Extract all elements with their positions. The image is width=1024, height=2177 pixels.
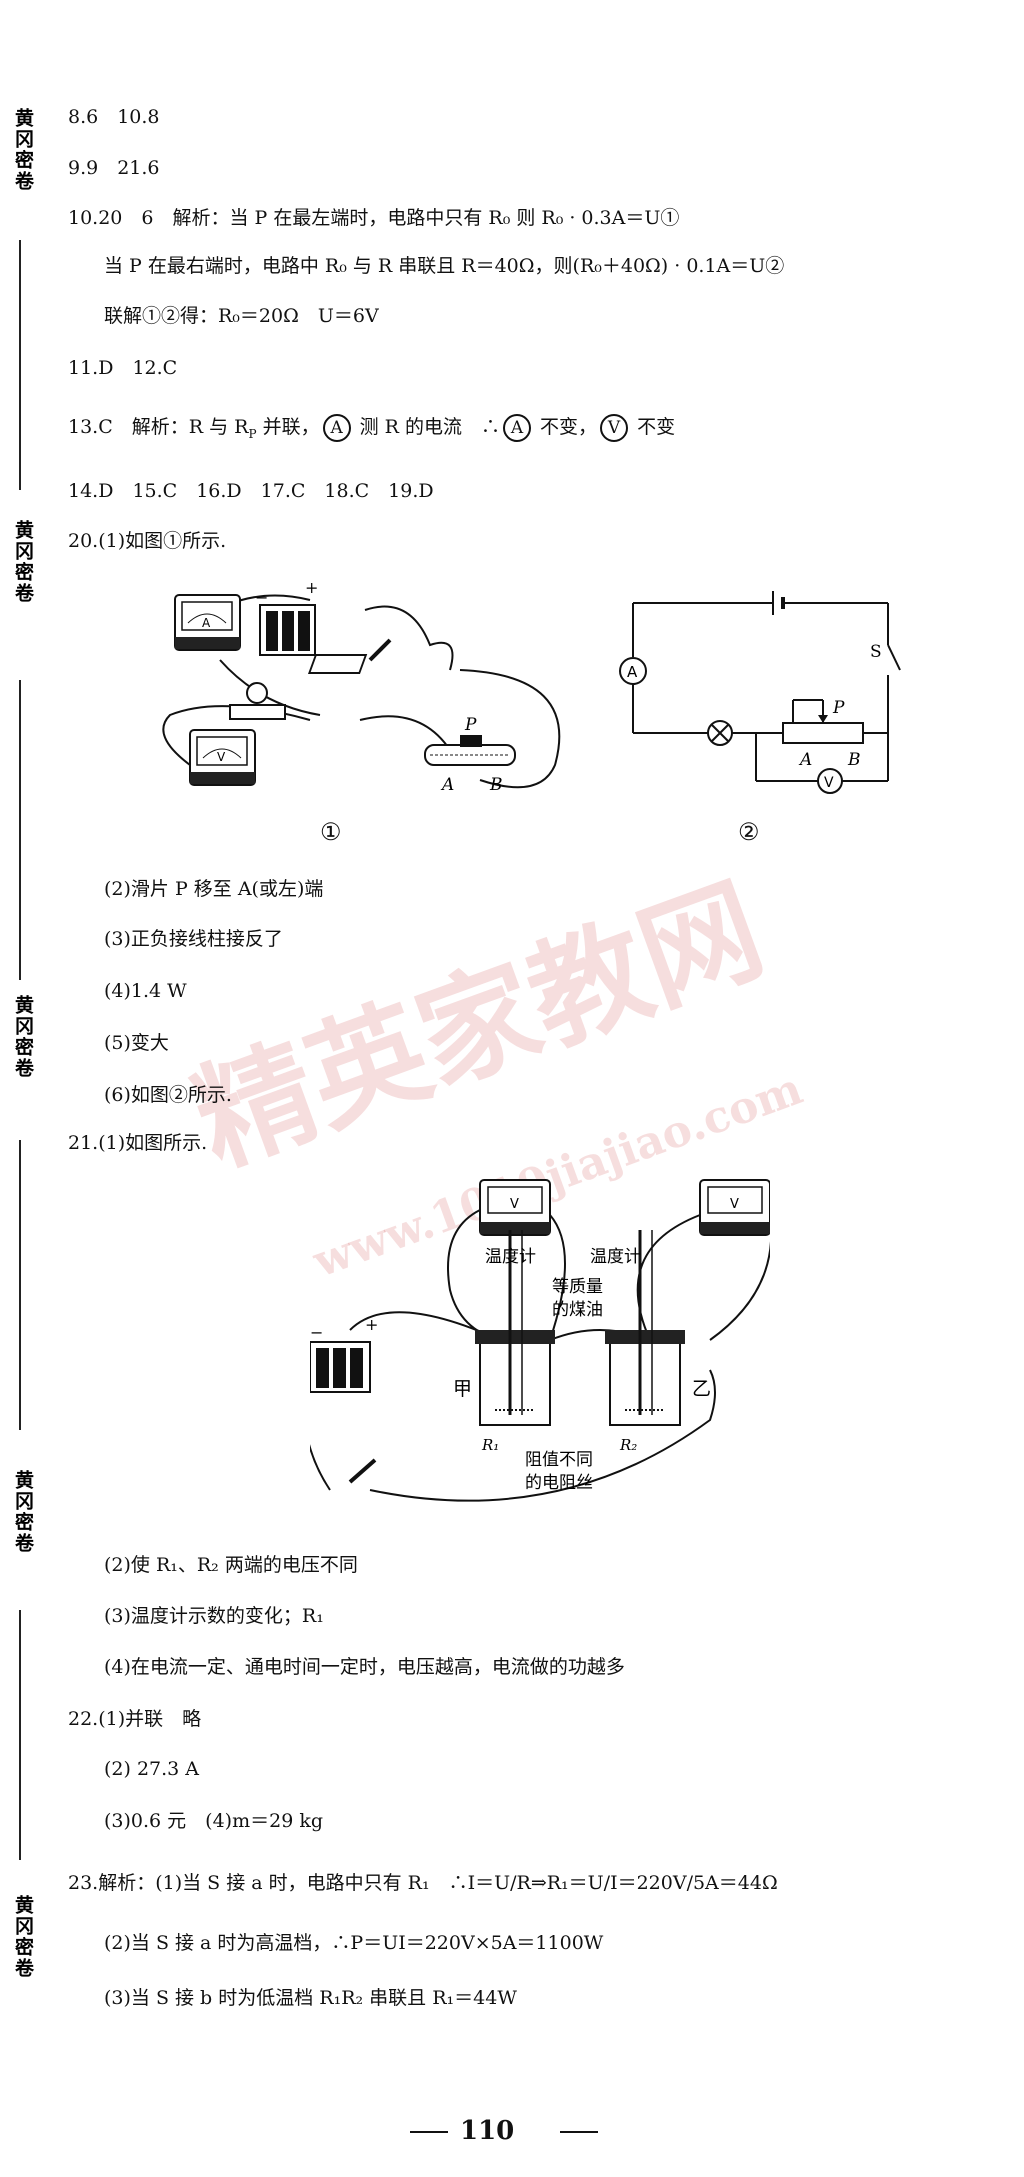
volt-right-label: V [730, 1197, 739, 1212]
answer-23-2: (2)当 S 接 a 时为高温档，∴P＝UI＝220V×5A＝1100W [104, 1932, 604, 1954]
ammeter-symbol: A [503, 414, 532, 442]
answer-20-4: (4)1.4 W [104, 980, 187, 1002]
figure-1-circuit-drawing: A − + V P A B [162, 578, 561, 795]
answer-10-line3: 联解①②得：R₀＝20Ω U＝6V [104, 305, 379, 327]
figure-2-label: ② [738, 818, 760, 846]
battery-icon [310, 1341, 371, 1393]
ammeter-label: A [202, 616, 211, 630]
answer-22-3: (3)0.6 元 (4)m＝29 kg [104, 1810, 323, 1832]
terminal-b-label: B [489, 775, 503, 795]
voltmeter-right-icon [699, 1179, 770, 1236]
answer-11-12: 11.D 12.C [68, 357, 178, 379]
switch-icon [348, 1458, 377, 1484]
thermometer-left-label: 温度计 [485, 1247, 536, 1267]
answer-20-2: (2)滑片 P 移至 A(或左)端 [104, 878, 324, 900]
answer-22-2: (2) 27.3 A [104, 1758, 200, 1780]
sidebar-label: 黄冈密卷 [12, 1895, 34, 1979]
page-number-dash-left [410, 2131, 448, 2133]
voltmeter-label: V [217, 750, 226, 764]
schematic-ammeter-label: A [627, 663, 638, 681]
answer-23-1: 23.解析：(1)当 S 接 a 时，电路中只有 R₁ ∴I＝U/R⇒R₁＝U/… [68, 1872, 778, 1894]
voltmeter-icon [189, 729, 256, 786]
answer-21-3: (3)温度计示数的变化；R₁ [104, 1605, 324, 1627]
answer-21-1: 21.(1)如图所示. [68, 1132, 208, 1154]
node-a-label: A [798, 750, 812, 770]
answer-21-4: (4)在电流一定、通电时间一定时，电压越高，电流做的功越多 [104, 1656, 625, 1678]
slider-label: P [464, 715, 477, 735]
switch-icon [307, 638, 392, 674]
answer-13-part1: 13.C 解析：R 与 R [68, 416, 249, 438]
answer-20-5: (5)变大 [104, 1032, 169, 1054]
answer-20-3: (3)正负接线柱接反了 [104, 928, 283, 950]
answer-20-1: 20.(1)如图①所示. [68, 530, 227, 552]
terminal-a-label: A [440, 775, 454, 795]
voltmeter-left-icon [479, 1179, 551, 1236]
sidebar-label: 黄冈密卷 [12, 108, 34, 192]
figure-3-experiment: V V − + 温度计 温度计 等质量 的煤 [310, 1179, 770, 1502]
page-number-dash-right [560, 2131, 598, 2133]
answer-13-part4: 不变， [534, 416, 598, 438]
battery-plus: + [305, 578, 318, 597]
answer-9: 9.9 21.6 [68, 157, 160, 179]
sidebar-divider [19, 1140, 21, 1430]
figure-1-label: ① [320, 818, 342, 846]
answer-13-sub: P [248, 426, 257, 441]
schematic-voltmeter-label: V [824, 775, 834, 791]
answer-13-part5: 不变 [631, 416, 676, 438]
switch-label: S [870, 642, 882, 662]
rheostat-symbol [782, 722, 864, 744]
sidebar-label: 黄冈密卷 [12, 520, 34, 604]
battery-minus: − [255, 588, 268, 607]
slider-p-label: P [832, 698, 845, 718]
r1-label: R₁ [481, 1436, 499, 1454]
ammeter-symbol: A [322, 414, 351, 442]
volt-left-label: V [510, 1197, 519, 1212]
node-b-label: B [847, 750, 861, 770]
bulb-icon [229, 682, 286, 720]
kerosene-label-1: 等质量 [552, 1277, 603, 1297]
answer-14-19: 14.D 15.C 16.D 17.C 18.C 19.D [68, 480, 434, 502]
battery-plus: + [365, 1315, 378, 1334]
thermometer-right-label: 温度计 [590, 1247, 641, 1267]
battery-minus: − [310, 1323, 323, 1342]
answer-22-1: 22.(1)并联 略 [68, 1708, 202, 1730]
sidebar-label: 黄冈密卷 [12, 995, 34, 1079]
jar-yi-label: 乙 [692, 1378, 711, 1400]
answer-8-9: 8.6 10.8 [68, 106, 160, 128]
answer-21-2: (2)使 R₁、R₂ 两端的电压不同 [104, 1554, 358, 1576]
sidebar-divider [19, 240, 21, 490]
answer-13: 13.C 解析：R 与 RP 并联，A 测 R 的电流 ∴A 不变，V 不变 [68, 414, 675, 447]
wire-label-1: 阻值不同 [525, 1450, 593, 1470]
sidebar-label: 黄冈密卷 [12, 1470, 34, 1554]
sidebar-divider [19, 1610, 21, 1860]
answer-13-part3: 测 R 的电流 ∴ [353, 416, 501, 438]
rheostat-icon [424, 735, 516, 766]
ammeter-icon [174, 594, 241, 651]
answer-23-3: (3)当 S 接 b 时为低温档 R₁R₂ 串联且 R₁＝44W [104, 1987, 517, 2009]
jar-left-icon [475, 1230, 555, 1426]
jar-right-icon [605, 1230, 685, 1426]
figure-2-schematic: A V S P A B [619, 591, 901, 794]
r2-label: R₂ [619, 1436, 637, 1454]
page-number: 110 [460, 2116, 515, 2146]
kerosene-label-2: 的煤油 [552, 1300, 603, 1320]
jar-jia-label: 甲 [453, 1378, 472, 1400]
answer-10: 10.20 6 解析：当 P 在最左端时，电路中只有 R₀ 则 R₀ · 0.3… [68, 207, 680, 229]
voltmeter-symbol: V [600, 414, 629, 442]
battery-icon [259, 604, 316, 656]
sidebar-divider [19, 680, 21, 980]
answer-20-6: (6)如图②所示. [104, 1084, 232, 1106]
wire-label-2: 的电阻丝 [525, 1473, 593, 1493]
answer-10-line2: 当 P 在最右端时，电路中 R₀ 与 R 串联且 R＝40Ω，则(R₀＋40Ω)… [104, 255, 785, 277]
answer-13-part2: 并联， [256, 416, 320, 438]
